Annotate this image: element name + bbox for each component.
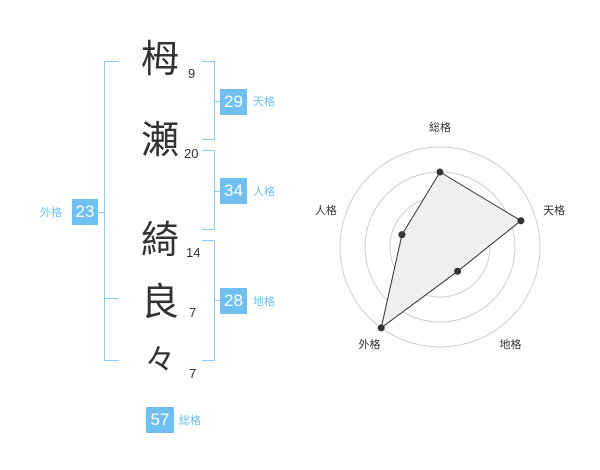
chikaku-label: 地格 (253, 295, 275, 308)
radar-point (436, 168, 444, 176)
stroke-count-2: 20 (184, 146, 199, 161)
name-char-5: 々 (145, 343, 175, 378)
radar-axis-label: 地格 (500, 337, 522, 351)
gaikaku-divider (104, 298, 118, 299)
stroke-count-1: 9 (188, 66, 196, 81)
stroke-count-5: 7 (189, 366, 197, 381)
tenkaku-label: 天格 (253, 95, 275, 108)
name-char-4: 良 (141, 280, 180, 324)
radar-axis-label: 天格 (543, 203, 565, 217)
radar-ring (339, 146, 541, 348)
name-char-3: 綺 (141, 218, 180, 262)
stroke-count-3: 14 (186, 245, 201, 260)
radar-axis-label: 人格 (315, 203, 337, 217)
radar-axis-label: 外格 (358, 337, 380, 351)
tenkaku-connector (214, 101, 220, 102)
gaikaku-connector (98, 212, 105, 213)
radar-point (454, 267, 462, 275)
radar-point (517, 217, 525, 225)
soukaku-label: 総格 (179, 414, 201, 427)
radar-points (377, 168, 525, 332)
gaikaku-label: 外格 (40, 206, 62, 219)
radar-point (398, 231, 406, 239)
tenkaku-value: 29 (220, 89, 247, 115)
jinkaku-label: 人格 (253, 185, 275, 198)
jinkaku-value: 34 (220, 178, 247, 204)
tenkaku-bracket (202, 61, 215, 140)
soukaku-value: 57 (146, 407, 174, 433)
gaikaku-bracket (104, 61, 119, 361)
radar-polygon (380, 171, 522, 330)
radar-axis-label: 総格 (429, 120, 451, 134)
jinkaku-bracket (202, 150, 215, 230)
jinkaku-connector (214, 191, 220, 192)
chikaku-value: 28 (220, 288, 247, 314)
stroke-count-4: 7 (189, 305, 197, 320)
chikaku-connector (214, 300, 220, 301)
radar-point (377, 324, 385, 332)
name-char-1: 栂 (141, 37, 180, 81)
gaikaku-value: 23 (72, 199, 98, 225)
name-char-2: 瀬 (141, 118, 180, 162)
